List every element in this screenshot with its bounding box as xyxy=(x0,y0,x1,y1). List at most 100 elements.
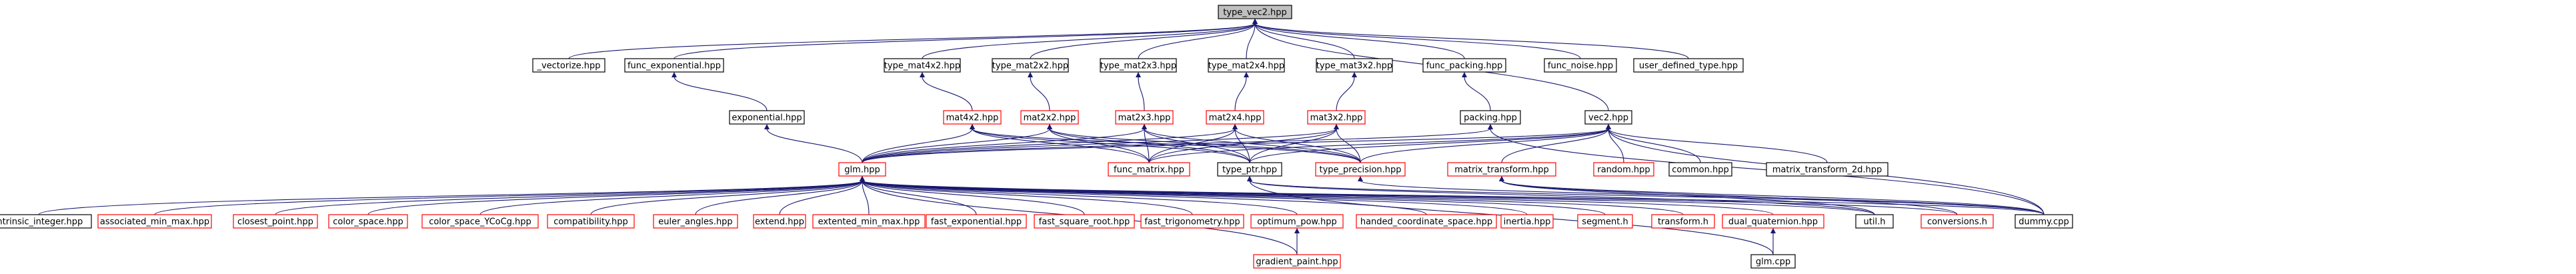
node-packing[interactable]: packing.hpp xyxy=(1460,110,1521,125)
arrowhead-mat4x2-to-type_mat4x2 xyxy=(920,72,925,77)
node-glm-cpp[interactable]: glm.cpp xyxy=(1750,254,1796,269)
edge-type_mat2x4-to-root xyxy=(1246,23,1256,59)
node-box xyxy=(624,58,724,73)
node-box xyxy=(1108,162,1190,177)
edge-glm-to-mat2x2 xyxy=(862,128,1050,163)
node-associated-min-max[interactable]: associated_min_max.hpp xyxy=(97,214,212,229)
node-compatibility[interactable]: compatibility.hpp xyxy=(547,214,635,229)
arrowhead-type_precision-to-mat4x2 xyxy=(970,124,975,129)
node-user-defined-type[interactable]: user_defined_type.hpp xyxy=(1633,58,1744,73)
edge-func_packing-to-root xyxy=(1254,23,1465,59)
node-random[interactable]: random.hpp xyxy=(1593,162,1654,177)
node-label: func_matrix.hpp xyxy=(1114,165,1184,175)
node-box xyxy=(1447,162,1556,177)
node-mat2x3[interactable]: mat2x3.hpp xyxy=(1115,110,1174,125)
edge-extented_min_max-to-glm xyxy=(862,180,870,215)
node-common[interactable]: common.hpp xyxy=(1668,162,1732,177)
edge-mat2x3-to-type_mat2x3 xyxy=(1138,76,1145,111)
node-extented-min-max[interactable]: extented_min_max.hpp xyxy=(812,214,926,229)
edge-mat2x2-to-type_mat2x2 xyxy=(1030,76,1050,111)
node-extend[interactable]: extend.hpp xyxy=(753,214,806,229)
edge-func_exponential-to-root xyxy=(674,23,1256,59)
node-label: compatibility.hpp xyxy=(553,217,628,227)
edge-type_precision-to-mat2x4 xyxy=(1234,128,1361,163)
node-label: fast_square_root.hpp xyxy=(1039,217,1130,227)
edge-compatibility-to-glm xyxy=(590,180,863,215)
node-fast-square-root[interactable]: fast_square_root.hpp xyxy=(1034,214,1135,229)
node-label: type_ptr.hpp xyxy=(1222,165,1277,175)
arrowhead-gradient_paint-to-optimum_pow xyxy=(1294,228,1300,233)
node-label: associated_min_max.hpp xyxy=(100,217,209,227)
node-label: type_mat3x2.hpp xyxy=(1316,61,1392,71)
edge-type_precision-to-mat2x2 xyxy=(1049,128,1361,163)
arrowhead-dummy-to-packing xyxy=(1488,124,1493,129)
node-type-precision[interactable]: type_precision.hpp xyxy=(1315,162,1406,177)
node-conversions[interactable]: conversions.h xyxy=(1920,214,1994,229)
node-vectorize[interactable]: _vectorize.hpp xyxy=(532,58,605,73)
node-euler-angles[interactable]: euler_angles.hpp xyxy=(653,214,738,229)
node-type-mat2x2[interactable]: type_mat2x2.hpp xyxy=(992,58,1069,73)
node-color-space[interactable]: color_space.hpp xyxy=(328,214,408,229)
node-func-packing[interactable]: func_packing.hpp xyxy=(1422,58,1506,73)
node-matrix-transform[interactable]: matrix_transform.hpp xyxy=(1447,162,1556,177)
edge-dummy-to-glm xyxy=(862,180,2045,215)
node-color-space-YCoCg[interactable]: color_space_YCoCg.hpp xyxy=(421,214,539,229)
node-fast-exponential[interactable]: fast_exponential.hpp xyxy=(926,214,1027,229)
node-box xyxy=(1460,110,1521,125)
node-util[interactable]: util.h xyxy=(1855,214,1894,229)
node-exponential[interactable]: exponential.hpp xyxy=(729,110,805,125)
node-fast-trigonometry[interactable]: fast_trigonometry.hpp xyxy=(1140,214,1244,229)
node-glm[interactable]: glm.hpp xyxy=(838,162,886,177)
node-root: type_vec2.hpp xyxy=(1218,5,1292,19)
node-type-mat3x2[interactable]: type_mat3x2.hpp xyxy=(1316,58,1393,73)
edge-common-to-vec2 xyxy=(1608,128,1701,163)
node-box xyxy=(1593,162,1654,177)
node-transform[interactable]: transform.h xyxy=(1651,214,1715,229)
node-vec2[interactable]: vec2.hpp xyxy=(1584,110,1632,125)
node-box xyxy=(1034,214,1135,229)
node-box xyxy=(1356,214,1497,229)
node-type-ptr[interactable]: type_ptr.hpp xyxy=(1217,162,1282,177)
node-mat2x4[interactable]: mat2x4.hpp xyxy=(1206,110,1264,125)
node-mat4x2[interactable]: mat4x2.hpp xyxy=(943,110,1002,125)
edge-type_mat4x2-to-root xyxy=(922,23,1256,59)
node-matrix-transform-2d[interactable]: matrix_transform_2d.hpp xyxy=(1766,162,1888,177)
nodes-layer: type_vec2.hpp _vectorize.hpp func_exponent… xyxy=(0,5,2073,269)
node-box xyxy=(1577,214,1633,229)
node-box xyxy=(992,58,1069,73)
arrowhead-packing-to-func_packing xyxy=(1462,72,1467,77)
edge-optimum_pow-to-glm xyxy=(862,180,1298,215)
node-label: func_noise.hpp xyxy=(1548,61,1613,71)
node-box xyxy=(1253,254,1341,269)
edge-mat3x2-to-type_mat3x2 xyxy=(1336,76,1355,111)
edge-color_space-to-glm xyxy=(367,180,863,215)
edge-matrix_transform_2d-to-vec2 xyxy=(1608,128,1828,163)
node-closest-point[interactable]: closest_point.hpp xyxy=(233,214,318,229)
node-type-mat2x4[interactable]: type_mat2x4.hpp xyxy=(1208,58,1285,73)
node-segment[interactable]: segment.h xyxy=(1577,214,1633,229)
node-intrinsic-integer[interactable]: intrinsic_integer.hpp xyxy=(0,214,92,229)
node-func-noise[interactable]: func_noise.hpp xyxy=(1544,58,1617,73)
node-dummy[interactable]: dummy.cpp xyxy=(2015,214,2073,229)
node-label: user_defined_type.hpp xyxy=(1639,61,1738,71)
node-inertia[interactable]: inertia.hpp xyxy=(1500,214,1554,229)
node-func-exponential[interactable]: func_exponential.hpp xyxy=(624,58,724,73)
node-mat3x2[interactable]: mat3x2.hpp xyxy=(1307,110,1366,125)
node-mat2x2[interactable]: mat2x2.hpp xyxy=(1020,110,1079,125)
node-dual-quaternion[interactable]: dual_quaternion.hpp xyxy=(1722,214,1824,229)
arrowhead-mat2x3-to-type_mat2x3 xyxy=(1136,72,1141,77)
node-type-mat4x2[interactable]: type_mat4x2.hpp xyxy=(884,58,961,73)
node-func-matrix[interactable]: func_matrix.hpp xyxy=(1108,162,1190,177)
node-gradient-paint[interactable]: gradient_paint.hpp xyxy=(1253,254,1341,269)
node-optimum-pow[interactable]: optimum_pow.hpp xyxy=(1250,214,1344,229)
node-box xyxy=(1920,214,1994,229)
node-box xyxy=(1750,254,1796,269)
node-type-mat2x3[interactable]: type_mat2x3.hpp xyxy=(1100,58,1177,73)
arrowhead-glm_cpp-to-dual_quaternion xyxy=(1770,228,1776,233)
node-box xyxy=(653,214,738,229)
node-label: exponential.hpp xyxy=(732,113,802,123)
edge-dummy-to-type_precision xyxy=(1360,180,2045,215)
node-box xyxy=(2015,214,2073,229)
node-handed-coordinate-space[interactable]: handed_coordinate_space.hpp xyxy=(1356,214,1497,229)
